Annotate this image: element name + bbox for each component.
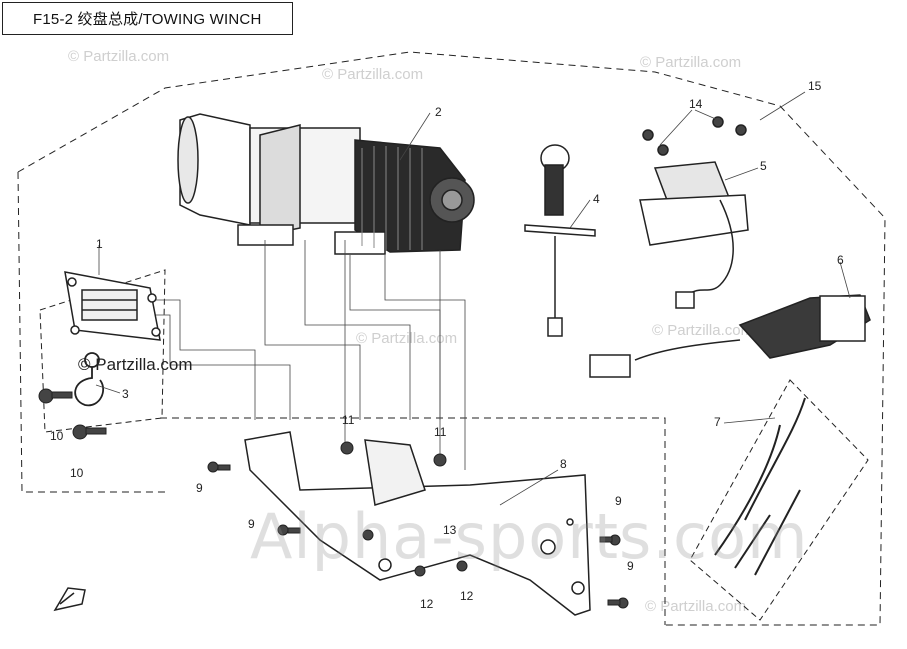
mounting-plate xyxy=(244,431,591,616)
diagram-title: F15-2 绞盘总成/TOWING WINCH xyxy=(2,2,293,35)
watermark-partzilla-5: © Partzilla.com xyxy=(652,322,754,339)
callout-5: 5 xyxy=(760,159,767,173)
callout-8: 8 xyxy=(560,457,567,471)
callout-9c: 9 xyxy=(615,494,622,508)
winch-contactor xyxy=(639,116,749,309)
watermark-partzilla-6: © Partzilla.com xyxy=(645,598,747,615)
watermark-partzilla-dark: © Partzilla.com xyxy=(78,355,193,374)
fasteners xyxy=(207,441,629,609)
winch-assembly xyxy=(177,113,475,255)
watermark-partzilla-2: © Partzilla.com xyxy=(322,66,424,83)
direction-arrow-icon xyxy=(53,587,86,612)
callout-2: 2 xyxy=(435,105,442,119)
callout-15: 15 xyxy=(808,79,822,93)
watermark-partzilla-3: © Partzilla.com xyxy=(640,54,742,71)
callout-7: 7 xyxy=(714,415,721,429)
winch-hook xyxy=(74,352,105,407)
callout-11b: 11 xyxy=(434,425,447,439)
roller-fairlead xyxy=(64,271,161,341)
callout-12a: 12 xyxy=(420,597,434,611)
callout-12b: 12 xyxy=(460,589,474,603)
callout-9a: 9 xyxy=(196,481,203,495)
cable-group-outline xyxy=(689,379,869,621)
callout-10a: 10 xyxy=(50,429,64,443)
callout-3: 3 xyxy=(122,387,129,401)
callout-10b: 10 xyxy=(70,466,84,480)
callout-13: 13 xyxy=(443,523,457,537)
callout-9d: 9 xyxy=(627,559,634,573)
callout-11a: 11 xyxy=(342,413,355,427)
callout-9b: 9 xyxy=(248,517,255,531)
callout-14: 14 xyxy=(689,97,703,111)
bolts-10 xyxy=(38,388,107,440)
callout-6: 6 xyxy=(837,253,844,267)
callout-4: 4 xyxy=(593,192,600,206)
remote-control xyxy=(589,294,871,378)
watermark-partzilla-1: © Partzilla.com xyxy=(68,48,170,65)
assembly-outline xyxy=(17,51,886,626)
battery-cables xyxy=(714,397,806,576)
callout-1: 1 xyxy=(96,237,103,251)
watermark-partzilla-4: © Partzilla.com xyxy=(356,330,458,347)
handlebar-switch xyxy=(524,144,596,337)
watermark-alpha-sports: Alpha-sports.com xyxy=(250,500,809,573)
